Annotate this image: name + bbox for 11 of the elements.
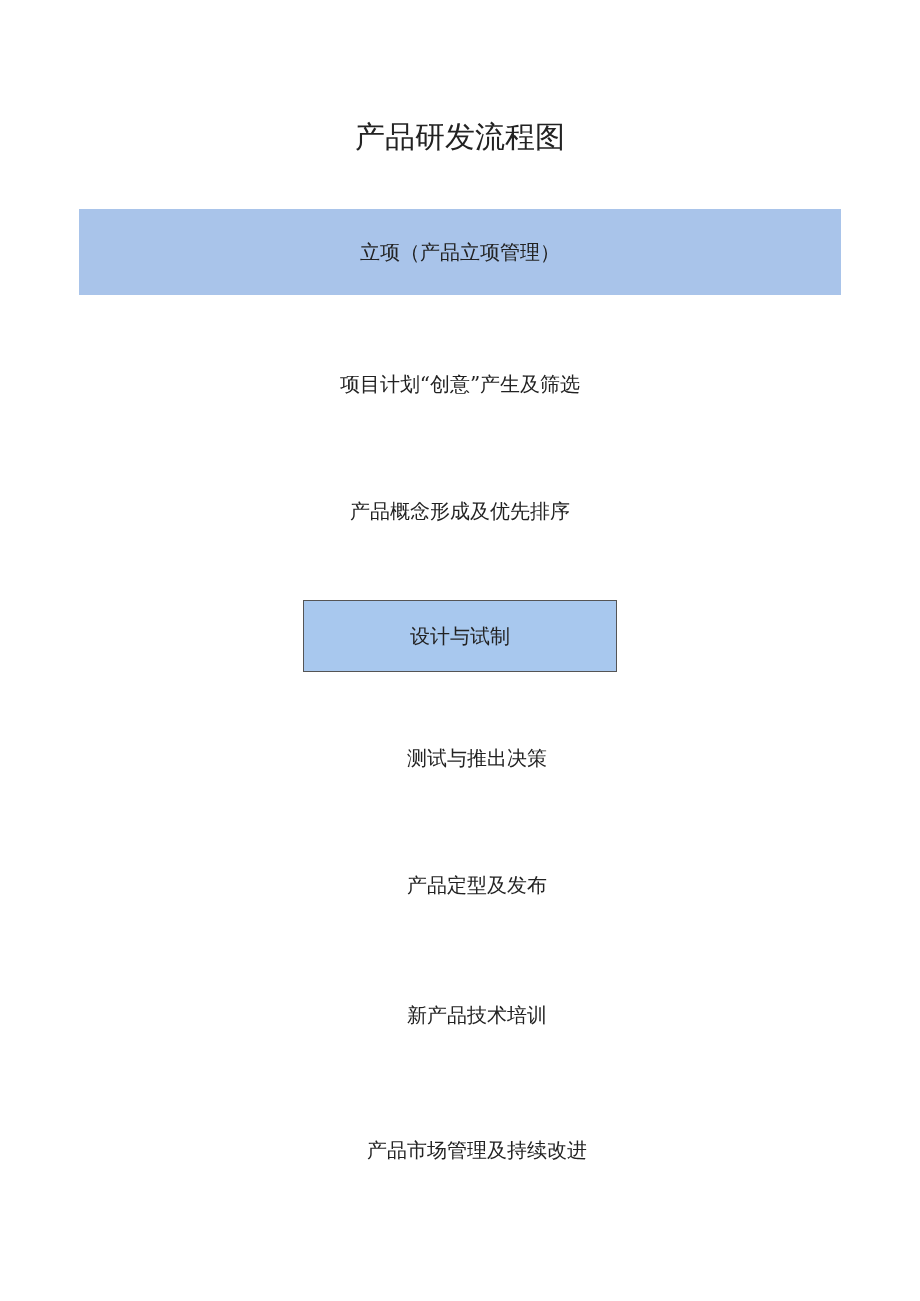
title: 产品研发流程图 bbox=[355, 117, 565, 156]
box-label: 设计与试制 bbox=[410, 622, 510, 650]
step-label: 项目计划“创意”产生及筛选 bbox=[339, 370, 581, 398]
step-label: 产品市场管理及持续改进 bbox=[367, 1136, 587, 1164]
process-box bbox=[79, 209, 841, 295]
process-box bbox=[303, 600, 617, 672]
box-label: 立项（产品立项管理） bbox=[360, 238, 560, 266]
step-label: 测试与推出决策 bbox=[407, 744, 547, 772]
step-label: 产品概念形成及优先排序 bbox=[350, 497, 570, 525]
step-label: 新产品技术培训 bbox=[407, 1001, 547, 1029]
step-label: 产品定型及发布 bbox=[407, 871, 547, 899]
